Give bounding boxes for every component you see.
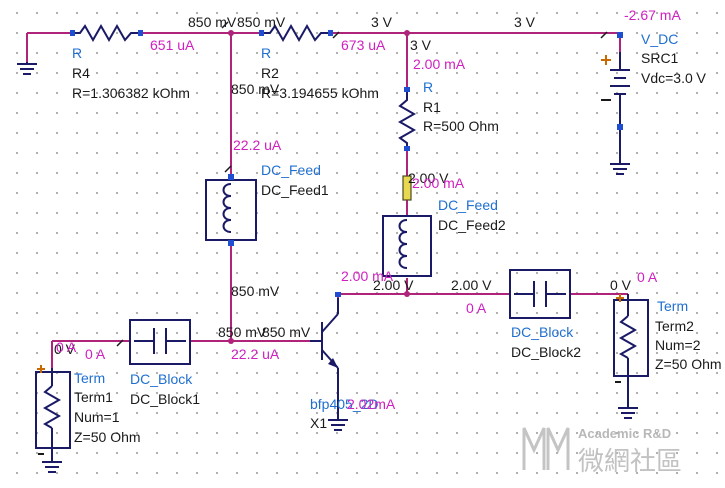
x1-name-label: X1	[310, 415, 327, 431]
voltage-label: 850 mV	[262, 324, 311, 340]
term1-type-label: Term	[74, 370, 105, 386]
ground-term1	[42, 461, 62, 473]
dc-block1-name-label: DC_Block1	[130, 391, 200, 407]
voltage-label: 3 V	[514, 14, 536, 30]
voltage-label: 850 mV	[237, 14, 286, 30]
junctions	[228, 30, 410, 344]
ground-src1	[610, 163, 630, 175]
dc-block2-type-label: DC_Block	[511, 324, 574, 340]
voltage-label: 2.00 V	[408, 170, 449, 186]
watermark: Academic R&D 微網社區	[522, 426, 682, 477]
r1-resistor[interactable]	[397, 87, 417, 151]
dc-feed2-type-label: DC_Feed	[438, 197, 498, 213]
current-label: 0 A	[466, 300, 487, 316]
r4-name-label: R4	[72, 65, 90, 81]
term2-num-label: Num=2	[655, 337, 701, 353]
term2-name-label: Term2	[655, 318, 694, 334]
term1-num-label: Num=1	[74, 409, 120, 425]
src1-plus-sign	[601, 55, 611, 101]
voltage-label: 850 mV	[231, 283, 280, 299]
dc-block2-name-label: DC_Block2	[511, 344, 581, 360]
term2-port[interactable]	[613, 294, 649, 408]
r4-resistor[interactable]	[70, 23, 143, 43]
watermark-chinese: 微網社區	[578, 447, 682, 477]
src1-type-label: V_DC	[641, 31, 678, 47]
dc-block2-capacitor[interactable]	[509, 269, 571, 319]
voltage-label: 3 V	[410, 37, 432, 53]
r2-value-label: R=3.194655 kOhm	[261, 85, 379, 101]
src1-current-label: -2.67 mA	[624, 7, 681, 23]
r1-type-label: R	[423, 79, 433, 95]
ground-x1	[328, 419, 348, 431]
r1-name-label: R1	[423, 99, 441, 115]
voltage-label: 2.00 V	[451, 277, 492, 293]
term2-type-label: Term	[657, 298, 688, 314]
term1-name-label: Term1	[74, 389, 113, 405]
current-label: 0 A	[56, 339, 77, 355]
dc-feed1-current-label: 22.2 uA	[233, 137, 282, 153]
term2-z-label: Z=50 Ohm	[655, 356, 722, 372]
voltage-label: 2.00 V	[373, 277, 414, 293]
dc-feed1-type-label: DC_Feed	[261, 162, 321, 178]
bjt-transistor-x1[interactable]	[310, 292, 341, 420]
voltage-label: 3 V	[371, 14, 393, 30]
dc-feed1-name-label: DC_Feed1	[261, 182, 329, 198]
r4-type-label: R	[72, 45, 82, 61]
r1-current-label: 2.00 mA	[413, 56, 466, 72]
src1-value-label: Vdc=3.0 V	[641, 70, 707, 86]
dc-feed2-current-label: 2.00 mA	[412, 175, 465, 191]
voltage-label: 850 mV	[188, 14, 237, 30]
r2-type-label: R	[261, 45, 271, 61]
dc-feed1-inductor[interactable]	[205, 174, 257, 246]
term1-z-label: Z=50 Ohm	[74, 429, 141, 445]
voltage-label: 0 V	[54, 341, 76, 357]
base-current-label: 22.2 uA	[231, 346, 280, 362]
r1-value-label: R=500 Ohm	[423, 118, 499, 134]
voltage-label: 850 mV	[218, 324, 267, 340]
dc-feed2-inductor[interactable]	[382, 215, 432, 277]
x1-type-label: bfp405_2D	[310, 396, 379, 412]
x1-current-label: 2.02mA	[347, 396, 396, 412]
term1-port[interactable]	[35, 365, 71, 462]
r2-name-label: R2	[261, 65, 279, 81]
watermark-text: Academic R&D	[578, 426, 671, 441]
r4-value-label: R=1.306382 kOhm	[72, 85, 190, 101]
dc-block1-type-label: DC_Block	[130, 371, 193, 387]
current-label: 0 A	[637, 269, 658, 285]
dc-feed2-name-label: DC_Feed2	[438, 217, 506, 233]
r2-resistor[interactable]	[259, 23, 333, 43]
voltage-label: 850 mV	[231, 81, 280, 97]
wire-ticks	[116, 21, 608, 347]
current-label: 0 A	[85, 346, 106, 362]
voltage-label: 0 V	[610, 277, 632, 293]
ground-r4	[17, 62, 37, 75]
ground-term2	[618, 407, 638, 419]
current-probe[interactable]	[402, 175, 412, 201]
src1-name-label: SRC1	[641, 50, 679, 66]
r2-current-label: 673 uA	[341, 37, 386, 53]
r4-current-label: 651 uA	[150, 37, 195, 53]
dc-block1-capacitor[interactable]	[129, 319, 191, 365]
src1-dc-source[interactable]	[610, 32, 630, 164]
collector-current-label: 2.00 mA	[341, 268, 394, 284]
